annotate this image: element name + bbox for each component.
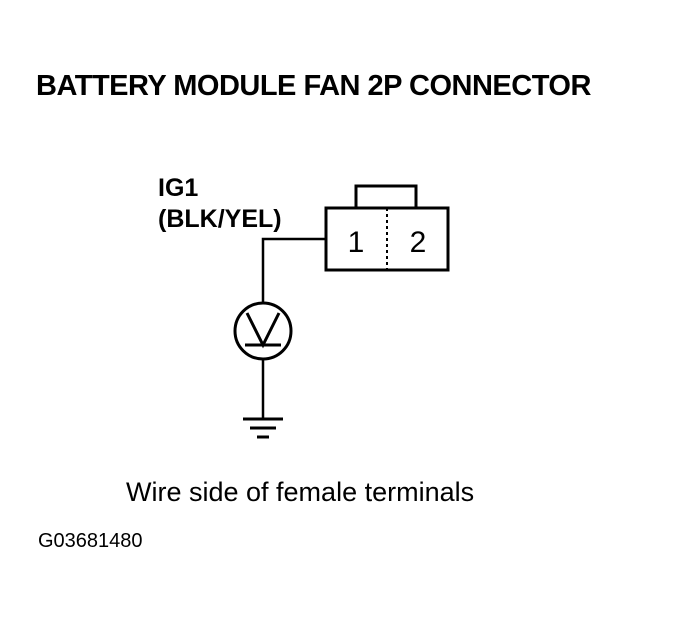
- voltmeter-icon: [233, 301, 293, 361]
- terminal-2-label: 2: [410, 226, 427, 259]
- pin-label-wire-color: (BLK/YEL): [158, 205, 282, 233]
- connector-latch: [354, 184, 418, 208]
- ground-icon: [243, 417, 283, 439]
- diagram-caption: Wire side of female terminals: [126, 477, 475, 507]
- probe-wire: [261, 237, 326, 303]
- terminal-1-label: 1: [348, 226, 365, 259]
- pin-label-signal: IG1: [158, 174, 199, 202]
- diagram-title: BATTERY MODULE FAN 2P CONNECTOR: [36, 70, 591, 102]
- figure-id: G03681480: [38, 530, 143, 552]
